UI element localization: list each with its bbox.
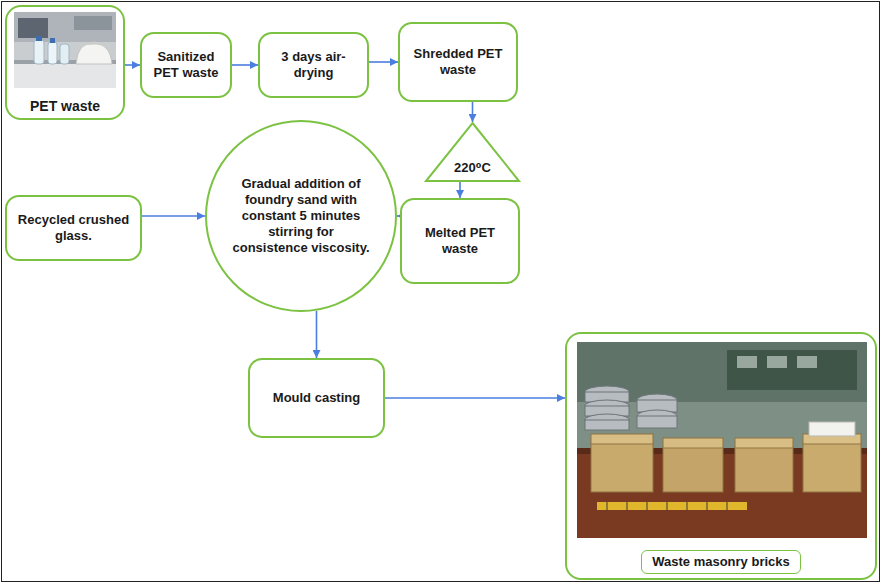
node-text: Waste masonry bricks (641, 550, 801, 574)
node-text: Gradual addition of foundry sand with co… (225, 176, 377, 256)
flow-arrow (142, 215, 205, 217)
flow-arrow (125, 64, 140, 66)
process-box: Mould casting (248, 358, 385, 438)
node-text: Recycled crushed glass. (7, 212, 140, 244)
flow-arrow (472, 102, 474, 122)
pet-waste-photo (14, 12, 116, 88)
node-text: Sanitized PET waste (142, 49, 230, 81)
node-text: Shredded PET waste (400, 46, 516, 78)
node-text: 3 days air-drying (260, 49, 367, 81)
process-box: 3 days air-drying (258, 32, 369, 98)
flow-arrow (385, 397, 565, 399)
bricks-photo (577, 342, 867, 538)
process-box: Melted PET waste (400, 198, 520, 284)
flow-arrow (316, 311, 318, 358)
temperature-triangle: 220⁰C (425, 122, 520, 182)
mixing-circle: Gradual addition of foundry sand with co… (205, 120, 397, 312)
node-text: Mould casting (267, 390, 366, 406)
process-box: Sanitized PET waste (140, 32, 232, 98)
photo-box: PET waste (5, 5, 125, 120)
node-text: PET waste (24, 98, 106, 114)
input-box: Recycled crushed glass. (5, 195, 142, 261)
node-text: Melted PET waste (402, 225, 518, 257)
node-text: 220⁰C (448, 160, 497, 176)
flow-arrow (459, 182, 461, 198)
flow-arrow (369, 61, 398, 63)
flow-arrow (232, 64, 258, 66)
photo-box: Waste masonry bricks (565, 332, 877, 580)
process-box: Shredded PET waste (398, 22, 518, 102)
